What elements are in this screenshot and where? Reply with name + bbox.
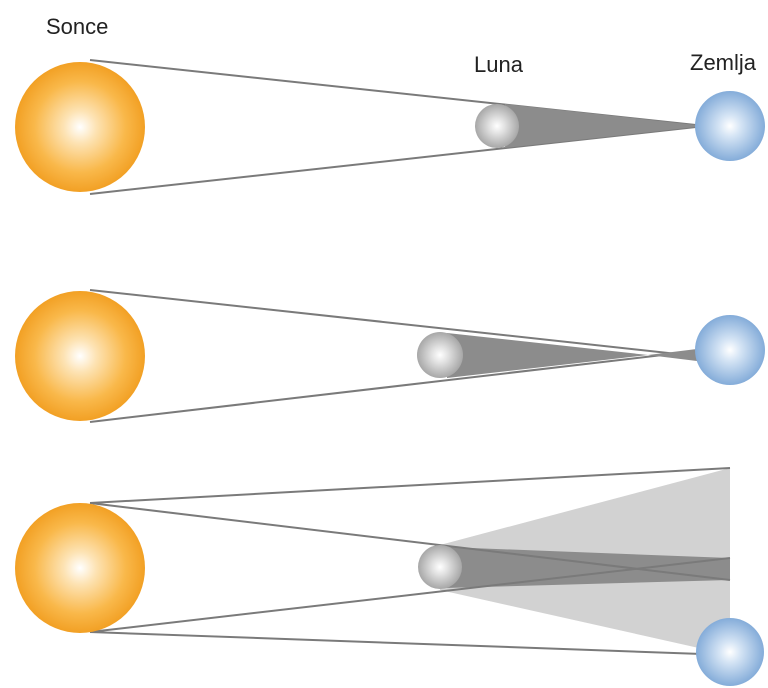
umbra-ray-top [89, 502, 731, 581]
sun-circle [15, 291, 145, 421]
sun-label: Sonce [46, 14, 109, 39]
moon-circle [475, 104, 519, 148]
sun-ray-bottom [89, 349, 706, 423]
earth-circle [695, 91, 765, 161]
moon-circle [418, 545, 462, 589]
umbra-ray-bottom [89, 557, 731, 633]
umbra-cone [447, 333, 648, 378]
earth-label: Zemlja [690, 50, 757, 75]
penumbra-ray-bottom [89, 631, 731, 656]
umbra-cone [445, 547, 730, 588]
sun-ray-bottom [89, 125, 706, 195]
sun-circle [15, 503, 145, 633]
moon-circle [417, 332, 463, 378]
sun-ray-top [89, 289, 706, 358]
earth-circle [696, 618, 764, 686]
penumbra-ray-top [89, 467, 731, 504]
annular-eclipse-group [15, 289, 765, 423]
antumbra-cone [648, 348, 705, 362]
total-eclipse-group [15, 59, 765, 195]
partial-eclipse-group [15, 467, 764, 686]
umbra-cone [505, 104, 705, 148]
earth-circle [695, 315, 765, 385]
sun-circle [15, 62, 145, 192]
moon-label: Luna [474, 52, 523, 77]
